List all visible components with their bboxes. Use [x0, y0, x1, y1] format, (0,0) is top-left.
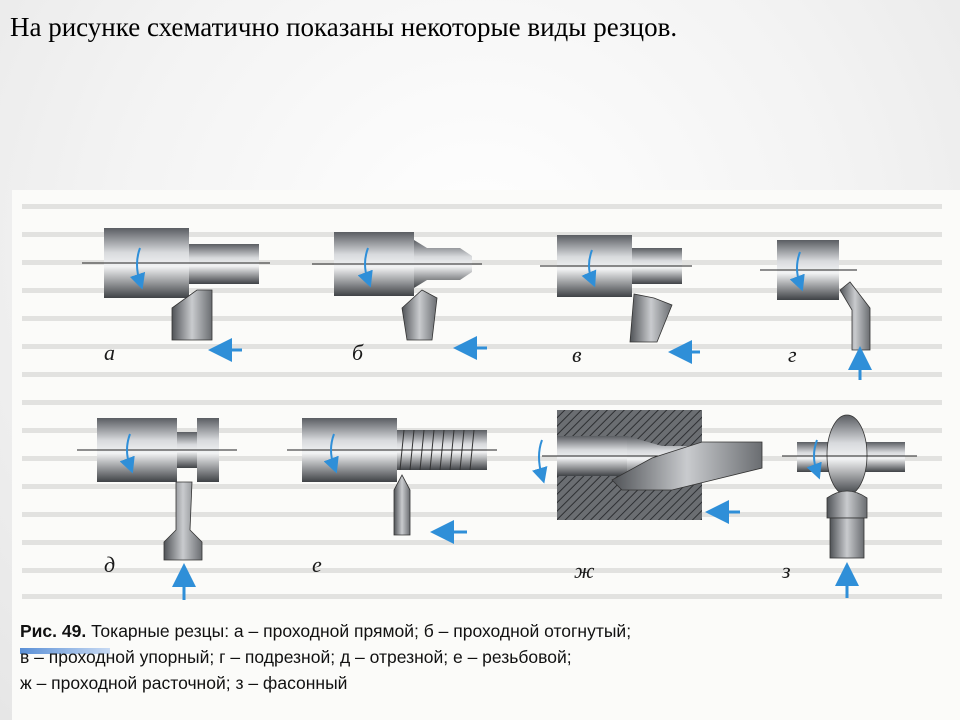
panel-letter-d: д — [104, 552, 116, 577]
figure-caption: Рис. 49. Токарные резцы: а – проходной п… — [20, 618, 940, 696]
slide-title: На рисунке схематично показаны некоторые… — [10, 12, 678, 42]
panel-d-parting-tool — [77, 418, 237, 600]
textbook-figure: а б в г д е ж з Рис. 49. Токарные резцы:… — [12, 190, 960, 720]
panel-letter-z: з — [782, 558, 791, 583]
lathe-cutters-illustration — [22, 204, 942, 600]
caption-text-1: Токарные резцы: а – проходной прямой; б … — [91, 621, 632, 641]
caption-accent-bar — [20, 648, 110, 654]
panel-letter-v: в — [572, 342, 582, 367]
panel-g-facing-tool — [760, 240, 872, 380]
panel-e-threading-tool — [287, 418, 497, 544]
caption-line-1: Рис. 49. Токарные резцы: а – проходной п… — [20, 618, 940, 644]
panel-v-shoulder-turning-tool — [540, 235, 700, 364]
panel-letter-zh: ж — [574, 558, 595, 583]
caption-line-3: ж – проходной расточной; з – фасонный — [20, 673, 348, 693]
panel-letter-g: г — [788, 342, 797, 367]
panel-b-bent-turning-tool — [312, 232, 487, 360]
panel-zh-boring-tool — [532, 410, 763, 524]
panel-letter-a: а — [104, 340, 115, 365]
caption-line-2: в – проходной упорный; г – подрезной; д … — [20, 647, 572, 667]
panel-letter-e: е — [312, 552, 322, 577]
caption-label: Рис. 49. — [20, 621, 87, 641]
panel-z-form-tool — [782, 414, 917, 598]
panel-letter-b: б — [352, 340, 364, 365]
panel-a-straight-turning-tool — [82, 228, 270, 362]
